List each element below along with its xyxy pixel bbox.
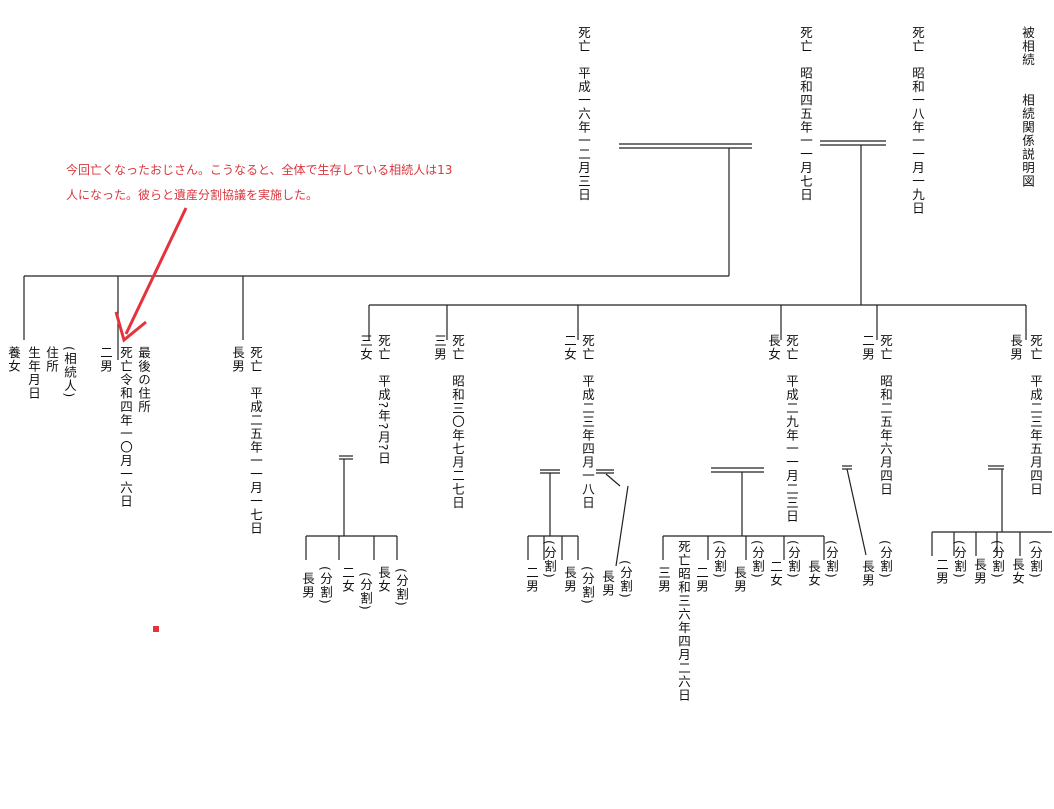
legend-heir: (相続人) xyxy=(62,346,77,399)
annotation-note: 今回亡くなったおじさん。こうなると、全体で生存している相続人は13 人になった。… xyxy=(66,158,506,208)
grandchild-role: 長男 xyxy=(732,566,747,593)
grandchild-role: 長女 xyxy=(1010,558,1025,585)
child-death: 死亡 平成二三年四月一八日 xyxy=(580,334,595,510)
grandchild-role: 二女 xyxy=(768,560,783,587)
grandchild-role: 三男 xyxy=(656,566,671,593)
child-death: 死亡 昭和三〇年七月二七日 xyxy=(450,334,465,510)
uncle-last-address: 最後の住所 xyxy=(136,346,151,414)
grandchild-role: 長男 xyxy=(600,570,615,597)
child-role: 三男 xyxy=(432,334,447,361)
grandchild-share: (分割) xyxy=(712,540,727,579)
grandchild-share: (分割) xyxy=(618,560,633,599)
uncle-role: 二男 xyxy=(98,346,113,373)
grandchild-share: (分割) xyxy=(318,566,333,605)
legend-adopted: 養女 xyxy=(6,346,21,373)
grandchild-share: (分割) xyxy=(824,540,839,579)
legend-birth: 生年月日 xyxy=(26,346,41,400)
grandchild-role: 長男 xyxy=(972,558,987,585)
grandchild-share: (分割) xyxy=(750,540,765,579)
annotation-line: 人になった。彼らと遺産分割協議を実施した。 xyxy=(66,188,319,202)
grandchild-role: 二男 xyxy=(524,566,539,593)
grandchild-share: (分割) xyxy=(542,540,557,579)
annotation-line: 今回亡くなったおじさん。こうなると、全体で生存している相続人は13 xyxy=(66,163,453,177)
child-death: 死亡 昭和二五年六月四日 xyxy=(878,334,893,496)
child-death: 死亡 平成?年?月?日 xyxy=(376,334,391,465)
grandchild-share: (分割) xyxy=(1028,540,1043,579)
grandchild-share: (分割) xyxy=(952,540,967,579)
uncle-death: 死亡令和四年一〇月一六日 xyxy=(118,346,133,508)
ancestor-2-death: 死亡 昭和四五年一一月七日 xyxy=(798,26,813,202)
child-death: 死亡 平成二五年一一月一七日 xyxy=(248,346,263,535)
ancestor-1-death: 死亡 昭和一八年一一月一九日 xyxy=(910,26,925,215)
child-role: 長男 xyxy=(1008,334,1023,361)
grandchild-role: 二女 xyxy=(340,566,355,593)
grandchild-share: (分割) xyxy=(394,568,409,607)
grandchild-role: 長男 xyxy=(300,572,315,599)
legend-address: 住所 xyxy=(44,346,59,373)
grandchild-share: (分割) xyxy=(358,572,373,611)
grandchild-role: 二男 xyxy=(934,558,949,585)
child-role: 長男 xyxy=(230,346,245,373)
chart-title: 被相続 相続関係説明図 xyxy=(1020,26,1035,188)
grandchild-share: (分割) xyxy=(878,540,893,579)
child-role: 長女 xyxy=(766,334,781,361)
red-marker-icon xyxy=(153,626,159,632)
grandchild-role: 長男 xyxy=(562,566,577,593)
child-role: 二女 xyxy=(562,334,577,361)
red-arrow-icon xyxy=(114,207,188,343)
grandchild-share: (分割) xyxy=(786,540,801,579)
child-role: 二男 xyxy=(860,334,875,361)
child-death: 死亡 平成二九年一一月二三日 xyxy=(784,334,799,523)
grandchild-share: (分割) xyxy=(990,540,1005,579)
child-death: 死亡 平成二三年五月四日 xyxy=(1028,334,1043,496)
grandchild-role: 二男 xyxy=(694,566,709,593)
grandchild-share: (分割) xyxy=(580,566,595,605)
grandchild-role: 長女 xyxy=(376,566,391,593)
grandchild-role: 長男 xyxy=(860,560,875,587)
ancestor-3-death: 死亡 平成一六年一二月三日 xyxy=(576,26,591,202)
grandchild-role: 長女 xyxy=(806,560,821,587)
child-role: 三女 xyxy=(358,334,373,361)
grandchild-death: 死亡昭和三六年四月二六日 xyxy=(676,540,691,702)
